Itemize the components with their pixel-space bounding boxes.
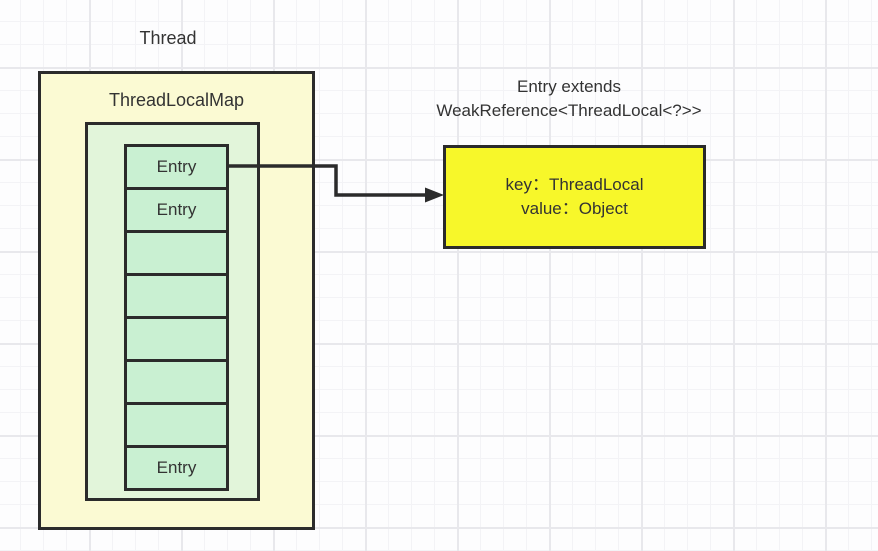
entry-key-line: key：ThreadLocal xyxy=(505,175,644,194)
entry-cell-7: Entry xyxy=(124,445,229,491)
caption-line-1: Entry extends xyxy=(517,77,621,96)
entry-cell-5 xyxy=(124,359,229,405)
thread-label: Thread xyxy=(139,28,197,48)
entry-cell-0: Entry xyxy=(124,144,229,190)
entry-detail-box: key：ThreadLocal value：Object xyxy=(443,145,706,249)
entry-cell-1: Entry xyxy=(124,187,229,233)
caption-line-2: WeakReference<ThreadLocal<?>> xyxy=(436,101,702,120)
entry-table: Entry Entry Entry xyxy=(124,144,229,491)
entry-extends-caption: Entry extends WeakReference<ThreadLocal<… xyxy=(408,75,730,123)
threadlocalmap-title: ThreadLocalMap xyxy=(108,90,245,110)
entry-cell-3 xyxy=(124,273,229,319)
entry-cell-4 xyxy=(124,316,229,362)
entry-value-line: value：Object xyxy=(521,199,628,218)
entry-cell-2 xyxy=(124,230,229,276)
thread-box: ThreadLocalMap Entry Entry Entry xyxy=(38,71,315,530)
arrow-head-icon xyxy=(425,187,444,203)
threadlocalmap-box: Entry Entry Entry xyxy=(85,122,260,501)
entry-cell-6 xyxy=(124,402,229,448)
